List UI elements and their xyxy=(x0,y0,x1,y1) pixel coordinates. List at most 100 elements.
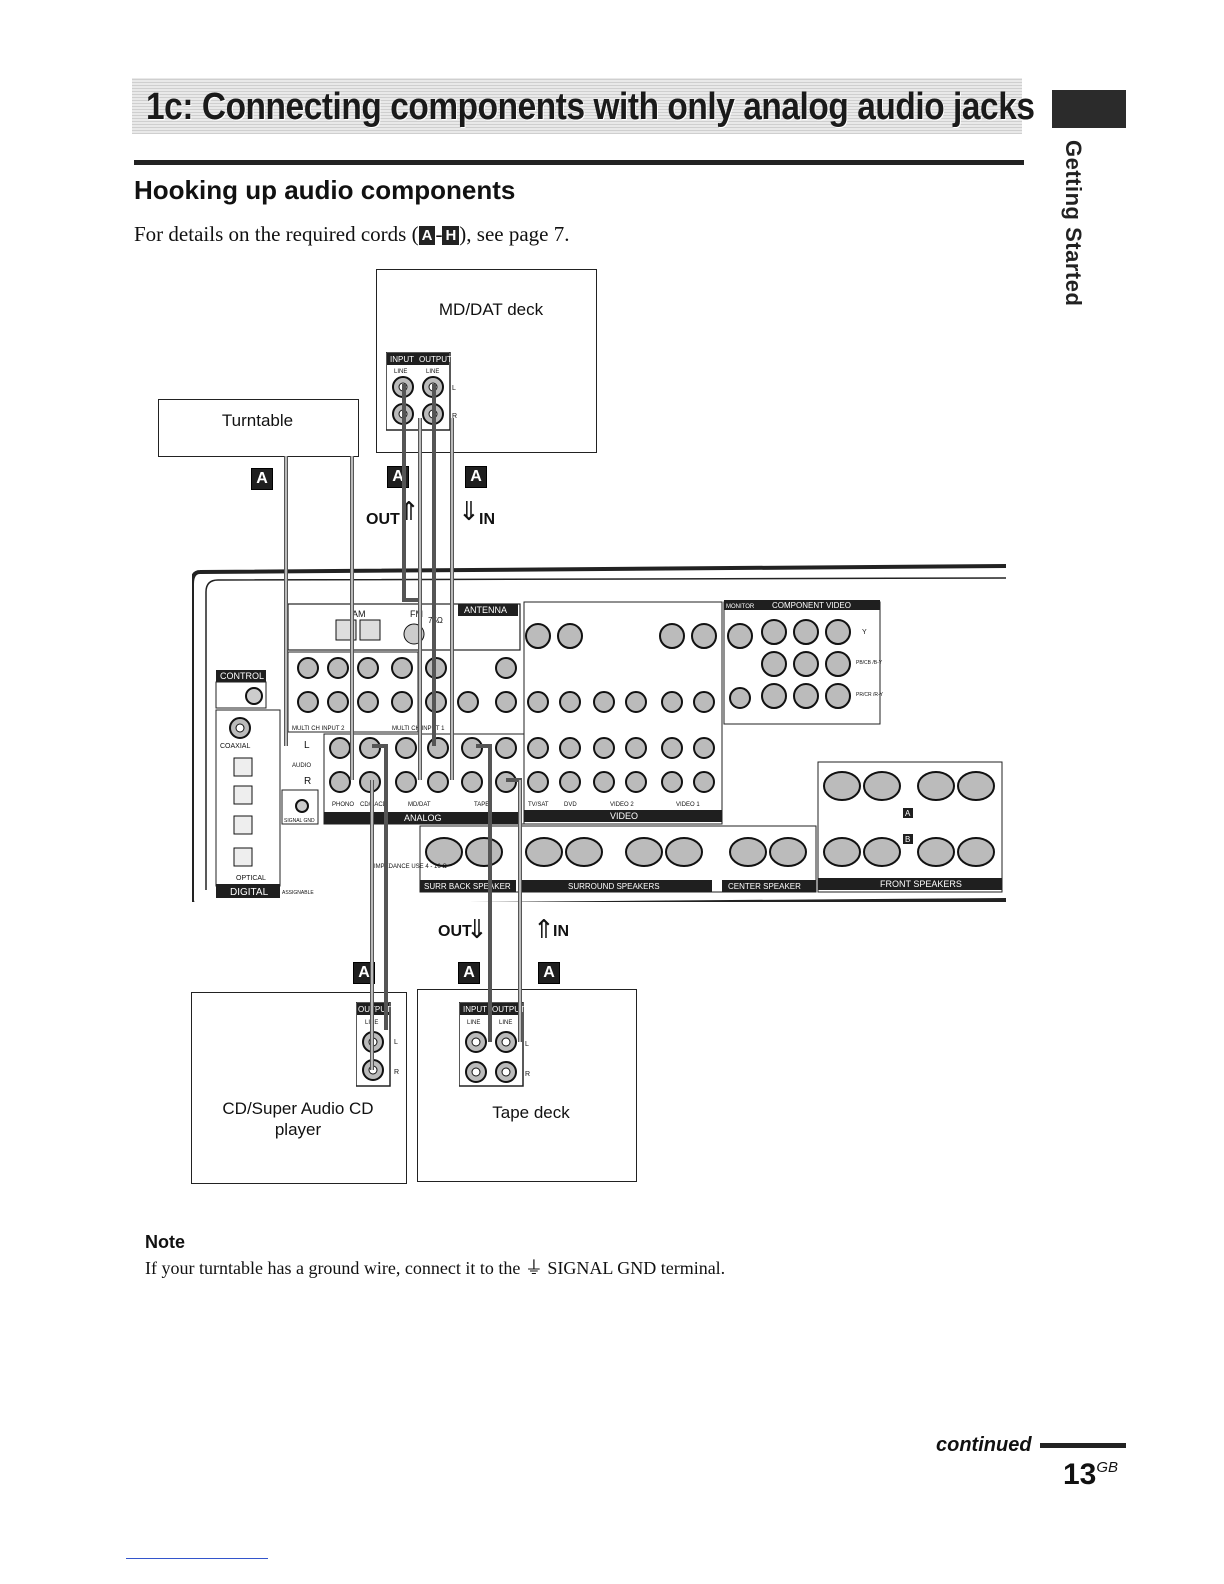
optical-label: OPTICAL xyxy=(236,875,266,882)
tape-deck-box xyxy=(417,989,637,1182)
tape-output-label: OUTPUT xyxy=(492,1005,525,1014)
video1-label: VIDEO 1 xyxy=(676,802,700,808)
front-a-label: A xyxy=(905,809,911,818)
title-band xyxy=(132,78,1022,134)
md-l-label: L xyxy=(452,385,456,392)
turntable-box xyxy=(158,399,359,457)
am-label: AM xyxy=(352,609,366,619)
md-in-label: IN xyxy=(479,511,495,528)
cord-tag-md-out: A xyxy=(387,466,409,488)
tape-out-label: OUT xyxy=(438,923,472,940)
cd-line-label: LINE xyxy=(365,1020,378,1026)
cd-player-label-line1: CD/Super Audio CD xyxy=(222,1099,374,1118)
cord-tag-md-in: A xyxy=(465,466,487,488)
assignable-label: ASSIGNABLE xyxy=(282,890,314,896)
page-title: 1c: Connecting components with only anal… xyxy=(146,86,1035,128)
tape-deck-label: Tape deck xyxy=(492,1103,570,1122)
cord-letter-first: A xyxy=(418,226,436,245)
signal-gnd-label: SIGNAL GND xyxy=(284,818,315,824)
cd-l-label: L xyxy=(394,1039,398,1046)
front-speakers-label: FRONT SPEAKERS xyxy=(880,879,962,889)
page-number: 13GB xyxy=(1063,1458,1118,1492)
component-video-label: COMPONENT VIDEO xyxy=(772,601,851,610)
audio-label: AUDIO xyxy=(292,763,311,769)
multi-ch-1-label: MULTI CH INPUT 1 xyxy=(392,726,445,732)
front-b-label: B xyxy=(905,835,910,844)
fm-ohm-label: 75Ω xyxy=(428,616,443,625)
section-heading: Hooking up audio components xyxy=(134,175,516,205)
surround-label: SURROUND SPEAKERS xyxy=(568,882,660,891)
cd-sacd-label: CD/SACD xyxy=(360,802,388,808)
continued-label: continued xyxy=(936,1434,1032,1456)
md-dat-col-label: MD/DAT xyxy=(408,802,431,808)
comp-y-label: Y xyxy=(862,629,867,636)
page-suffix: GB xyxy=(1096,1459,1119,1476)
tape-out-arrow-icon: ⇓ xyxy=(466,914,488,944)
cord-tag-turntable: A xyxy=(251,468,273,490)
md-dat-deck-label: MD/DAT deck xyxy=(438,300,544,319)
center-label: CENTER SPEAKER xyxy=(728,882,801,891)
intro-suffix: ), see page 7. xyxy=(459,222,570,246)
md-dat-jack-panel: INPUT OUTPUT LINE LINE L R xyxy=(386,352,457,431)
md-in-arrow-icon: ⇓ xyxy=(458,496,480,526)
digital-label: DIGITAL xyxy=(230,887,269,898)
component-video-jacks xyxy=(727,619,851,709)
tape-col-label: TAPE xyxy=(474,802,489,808)
side-tab: Getting Started xyxy=(1040,140,1100,310)
audio-l-label: L xyxy=(304,740,310,751)
antenna-label: ANTENNA xyxy=(464,605,507,615)
continued-rule xyxy=(1040,1443,1126,1448)
front-speaker-terminals xyxy=(823,771,995,867)
heading-rule xyxy=(134,160,1024,165)
md-out-label: OUT xyxy=(366,511,400,528)
control-label: CONTROL xyxy=(220,671,264,681)
intro-prefix: For details on the required cords ( xyxy=(134,222,419,246)
tv-sat-label: TV/SAT xyxy=(528,802,549,808)
impedance-label: IMPEDANCE USE 4 - 16 Ω xyxy=(374,864,447,870)
receiver-rear-panel: ANTENNA AM FM 75Ω CONTROL COAXIAL OPTICA… xyxy=(192,564,1007,902)
intro-dash: - xyxy=(435,222,443,246)
tape-in-arrow-icon: ⇑ xyxy=(533,914,555,944)
cd-r-label: R xyxy=(394,1069,399,1076)
cd-player-jack-panel: OUTPUT LINE L R xyxy=(356,1002,399,1087)
coaxial-label: COAXIAL xyxy=(220,743,250,750)
md-line-in-label: LINE xyxy=(394,369,407,375)
tape-l-label: L xyxy=(525,1041,529,1048)
note-text: If your turntable has a ground wire, con… xyxy=(145,1258,726,1278)
video2-label: VIDEO 2 xyxy=(610,802,634,808)
side-tab-marker xyxy=(1052,90,1126,128)
tape-in-label: IN xyxy=(553,923,569,940)
md-line-out-label: LINE xyxy=(426,369,439,375)
surr-back-label: SURR BACK SPEAKER xyxy=(424,882,511,891)
comp-pr-label: PR/CR /R-Y xyxy=(856,692,884,698)
md-r-label: R xyxy=(452,413,457,420)
multi-ch-2-label: MULTI CH INPUT 2 xyxy=(292,726,345,732)
tape-input-label: INPUT xyxy=(463,1005,487,1014)
cd-output-label: OUTPUT xyxy=(358,1005,391,1014)
md-output-label: OUTPUT xyxy=(419,355,452,364)
cord-tag-cd: A xyxy=(353,962,375,984)
tape-line-in-label: LINE xyxy=(467,1020,480,1026)
md-input-label: INPUT xyxy=(390,355,414,364)
cd-player-label-line2: player xyxy=(274,1120,322,1139)
tape-r-label: R xyxy=(525,1071,530,1078)
intro-text: For details on the required cords (A-H),… xyxy=(134,222,569,247)
video-label: VIDEO xyxy=(610,811,638,821)
cord-letter-last: H xyxy=(442,226,460,245)
cord-tag-tape-out: A xyxy=(458,962,480,984)
side-tab-label: Getting Started xyxy=(1061,140,1086,307)
footer-link-rule xyxy=(126,1558,268,1559)
turntable-label: Turntable xyxy=(221,411,294,430)
note-heading: Note xyxy=(145,1232,185,1252)
video-jacks xyxy=(525,623,717,793)
analog-label: ANALOG xyxy=(404,813,442,823)
cord-tag-tape-in: A xyxy=(538,962,560,984)
monitor-label: MONITOR xyxy=(726,604,755,610)
md-out-arrow-icon: ⇑ xyxy=(398,496,420,526)
dvd-col-label: DVD xyxy=(564,802,577,808)
phono-label: PHONO xyxy=(332,802,354,808)
tape-deck-jack-panel: INPUT OUTPUT LINE LINE L R xyxy=(459,1002,530,1087)
page-number-value: 13 xyxy=(1063,1458,1097,1491)
comp-pb-label: PB/CB /B-Y xyxy=(856,660,883,666)
fm-label: FM xyxy=(410,609,423,619)
